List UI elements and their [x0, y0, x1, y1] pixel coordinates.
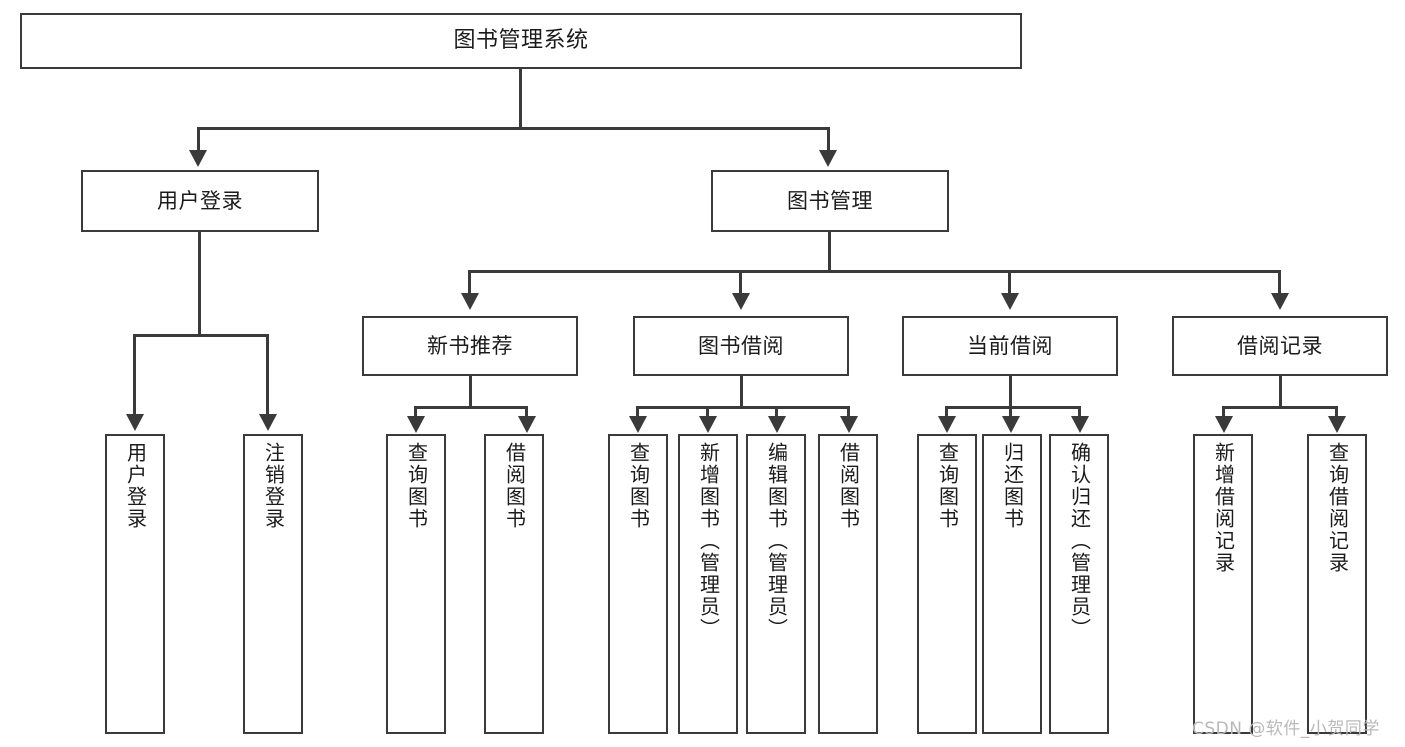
connector-book-mgmt-stem [828, 232, 831, 272]
arrow-root-to-book-mgmt [819, 150, 837, 167]
arrow-book-mgmt-to-borrow-record [1271, 293, 1289, 310]
node-label: 当前借阅 [967, 333, 1053, 358]
arrow-book-mgmt-to-book-borrow [732, 293, 750, 310]
node-user-login[interactable]: 用户登录 [81, 170, 319, 232]
arrow-user-login-leaf-2 [259, 414, 277, 431]
connector-new-book-stem [469, 376, 472, 408]
arrow-new-book-leaf-2 [518, 416, 536, 433]
node-current-borrow[interactable]: 当前借阅 [902, 316, 1118, 376]
connector-new-book-bus [414, 406, 528, 409]
leaf-current-borrow-query-book[interactable]: 查询图书 [917, 434, 977, 734]
arrow-borrow-record-leaf-1 [1215, 416, 1233, 433]
connector-current-borrow-drop-1 [945, 406, 948, 419]
arrow-new-book-leaf-1 [407, 416, 425, 433]
node-label: 图书管理系统 [453, 28, 589, 54]
connector-user-login-drop-2 [266, 334, 269, 416]
node-label: 借阅图书 [836, 442, 861, 530]
arrow-book-borrow-leaf-4 [840, 416, 858, 433]
connector-user-login-drop-1 [133, 334, 136, 416]
leaf-borrow-record-query-record[interactable]: 查询借阅记录 [1307, 434, 1367, 734]
arrow-book-mgmt-to-current-borrow [1001, 293, 1019, 310]
connector-borrow-record-stem [1279, 376, 1282, 408]
node-label: 注销登录 [261, 442, 286, 530]
arrow-current-borrow-leaf-1 [938, 416, 956, 433]
node-label: 查询图书 [935, 442, 960, 530]
connector-new-book-drop-1 [414, 406, 417, 419]
arrow-current-borrow-leaf-2 [1002, 416, 1020, 433]
connector-user-login-stem [198, 232, 201, 336]
connector-book-mgmt-drop-2 [739, 270, 742, 295]
connector-current-borrow-drop-3 [1078, 406, 1081, 419]
arrow-borrow-record-leaf-2 [1328, 416, 1346, 433]
node-label: 查询图书 [626, 442, 651, 530]
connector-book-borrow-drop-4 [847, 406, 850, 419]
connector-user-login-bus [133, 334, 269, 337]
connector-new-book-drop-2 [525, 406, 528, 419]
node-borrow-record[interactable]: 借阅记录 [1172, 316, 1388, 376]
node-label: 图书管理 [787, 188, 873, 213]
connector-book-borrow-bus [636, 406, 850, 409]
node-new-book-recommend[interactable]: 新书推荐 [362, 316, 578, 376]
leaf-user-login-logout[interactable]: 注销登录 [243, 434, 303, 734]
leaf-borrow-record-add-record[interactable]: 新增借阅记录 [1193, 434, 1253, 734]
node-label: 借阅图书 [502, 442, 527, 530]
connector-borrow-record-drop-2 [1335, 406, 1338, 419]
arrow-book-borrow-leaf-3 [768, 416, 786, 433]
leaf-current-borrow-confirm-return[interactable]: 确认归还（管理员） [1049, 434, 1109, 734]
connector-book-borrow-drop-2 [706, 406, 709, 419]
node-label: 用户登录 [123, 442, 148, 530]
leaf-book-borrow-add-book[interactable]: 新增图书（管理员） [678, 434, 738, 734]
arrow-book-mgmt-to-new-book [461, 293, 479, 310]
leaf-book-borrow-borrow-book[interactable]: 借阅图书 [818, 434, 878, 734]
node-label: 新增借阅记录 [1211, 442, 1236, 574]
connector-book-borrow-stem [740, 376, 743, 408]
connector-book-borrow-drop-3 [775, 406, 778, 419]
node-label: 用户登录 [157, 188, 243, 213]
node-label: 确认归还（管理员） [1067, 442, 1092, 640]
node-label: 查询借阅记录 [1325, 442, 1350, 574]
connector-current-borrow-drop-2 [1009, 406, 1012, 419]
connector-current-borrow-bus [945, 406, 1081, 409]
leaf-book-borrow-query-book[interactable]: 查询图书 [608, 434, 668, 734]
connector-borrow-record-drop-1 [1222, 406, 1225, 419]
arrow-book-borrow-leaf-2 [699, 416, 717, 433]
connector-book-mgmt-bus [468, 270, 1280, 273]
node-label: 归还图书 [1000, 442, 1025, 530]
connector-current-borrow-stem [1009, 376, 1012, 408]
arrow-user-login-leaf-1 [126, 414, 144, 431]
node-label: 新书推荐 [427, 333, 513, 358]
node-label: 新增图书（管理员） [696, 442, 721, 640]
csdn-watermark: CSDN @软件_小贺同学 [1192, 719, 1380, 739]
arrow-root-to-user-login [189, 150, 207, 167]
leaf-user-login-login[interactable]: 用户登录 [105, 434, 165, 734]
arrow-book-borrow-leaf-1 [629, 416, 647, 433]
node-book-management[interactable]: 图书管理 [711, 170, 949, 232]
node-label: 图书借阅 [698, 333, 784, 358]
connector-book-mgmt-drop-4 [1278, 270, 1281, 295]
node-label: 查询图书 [404, 442, 429, 530]
connector-book-borrow-drop-1 [636, 406, 639, 419]
connector-root-to-user-login [197, 127, 200, 152]
leaf-new-book-query-book[interactable]: 查询图书 [386, 434, 446, 734]
node-label: 编辑图书（管理员） [764, 442, 789, 640]
connector-root-bus [197, 127, 829, 130]
connector-book-mgmt-drop-3 [1008, 270, 1011, 295]
arrow-current-borrow-leaf-3 [1071, 416, 1089, 433]
node-label: 借阅记录 [1237, 333, 1323, 358]
connector-root-to-book-mgmt [827, 127, 830, 152]
node-root-system[interactable]: 图书管理系统 [20, 13, 1022, 69]
connector-root-stem [519, 69, 522, 129]
leaf-new-book-borrow-book[interactable]: 借阅图书 [484, 434, 544, 734]
leaf-current-borrow-return-book[interactable]: 归还图书 [982, 434, 1042, 734]
connector-borrow-record-bus [1222, 406, 1338, 409]
node-book-borrow[interactable]: 图书借阅 [633, 316, 849, 376]
connector-book-mgmt-drop-1 [468, 270, 471, 295]
leaf-book-borrow-edit-book[interactable]: 编辑图书（管理员） [746, 434, 806, 734]
